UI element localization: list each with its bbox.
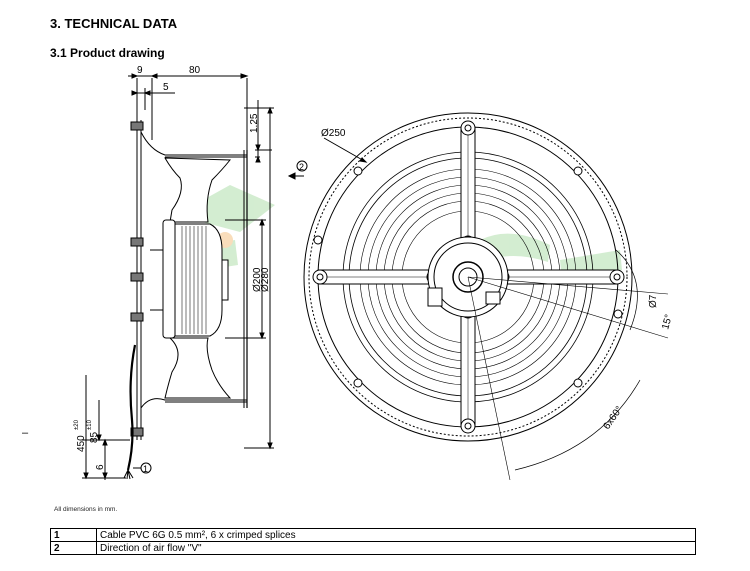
dimensions-note: All dimensions in mm. bbox=[54, 506, 118, 513]
dim-15deg: 15° bbox=[660, 313, 675, 330]
table-row: 2 Direction of air flow "V" bbox=[50, 541, 696, 555]
subsection-title: 3.1 Product drawing bbox=[50, 46, 165, 60]
dim-280: Ø280 bbox=[260, 267, 271, 292]
dim-450-tol: ±20 bbox=[74, 419, 80, 430]
section-title: 3. TECHNICAL DATA bbox=[50, 16, 178, 31]
dim-85: 85 bbox=[89, 431, 100, 443]
dim-6: 6 bbox=[95, 464, 106, 470]
front-view bbox=[287, 112, 669, 481]
dim-80: 80 bbox=[189, 65, 201, 76]
callout-1: 1 bbox=[143, 464, 148, 474]
side-view bbox=[82, 73, 274, 480]
product-drawing: 9 80 5 1.25 Ø200 Ø280 450 ±20 85 ±10 6 1 bbox=[74, 65, 675, 481]
table-row: 1 Cable PVC 6G 0.5 mm², 6 x crimped spli… bbox=[50, 528, 696, 542]
legend-table: 1 Cable PVC 6G 0.5 mm², 6 x crimped spli… bbox=[50, 528, 696, 555]
dim-450: 450 bbox=[76, 435, 87, 452]
dim-9: 9 bbox=[137, 65, 143, 76]
watermark-logo bbox=[170, 185, 622, 280]
dim-6x60: 6x60° bbox=[601, 404, 625, 431]
legend-text: Cable PVC 6G 0.5 mm², 6 x crimped splice… bbox=[96, 528, 696, 542]
dim-5: 5 bbox=[163, 82, 169, 93]
legend-num: 2 bbox=[50, 541, 97, 555]
dim-200: Ø200 bbox=[252, 267, 263, 292]
dim-1-25: 1.25 bbox=[249, 113, 260, 133]
dim-250: Ø250 bbox=[321, 128, 346, 139]
legend-num: 1 bbox=[50, 528, 97, 542]
margin-mark: – bbox=[22, 427, 29, 439]
callout-2: 2 bbox=[299, 162, 304, 172]
side-view-labels: 9 80 5 1.25 Ø200 Ø280 450 ±20 85 ±10 6 1 bbox=[74, 65, 271, 474]
dim-7: Ø7 bbox=[648, 294, 659, 308]
dim-85-tol: ±10 bbox=[87, 419, 93, 430]
legend-text: Direction of air flow "V" bbox=[96, 541, 696, 555]
